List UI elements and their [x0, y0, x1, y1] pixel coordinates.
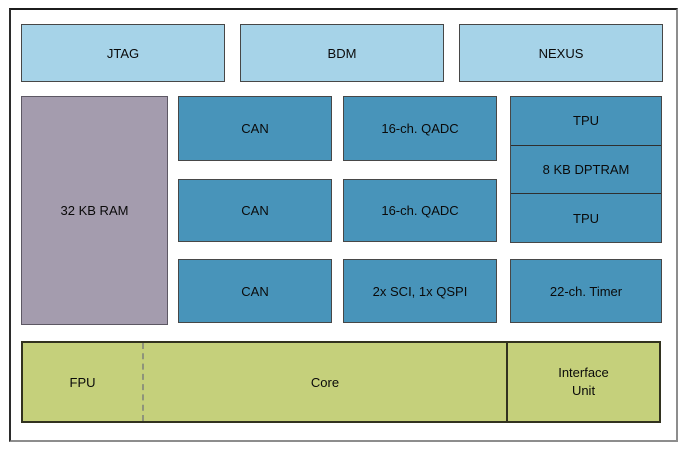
block-jtag: JTAG [21, 24, 225, 82]
block-ram: 32 KB RAM [21, 96, 168, 325]
block-can-1: CAN [178, 96, 332, 161]
block-timer: 22-ch. Timer [510, 259, 662, 323]
tpu-dptram-stack: TPU 8 KB DPTRAM TPU [510, 96, 662, 243]
block-bdm: BDM [240, 24, 444, 82]
block-tpu-2: TPU [511, 193, 661, 243]
block-nexus: NEXUS [459, 24, 663, 82]
core-bar: FPU Core Interface Unit [21, 341, 661, 423]
block-qadc-1: 16-ch. QADC [343, 96, 497, 161]
block-qadc-2: 16-ch. QADC [343, 179, 497, 242]
block-core: Core [310, 374, 340, 390]
block-can-3: CAN [178, 259, 332, 323]
block-sci-qspi: 2x SCI, 1x QSPI [343, 259, 497, 323]
block-fpu: FPU [23, 343, 144, 421]
block-can-2: CAN [178, 179, 332, 242]
block-dptram: 8 KB DPTRAM [511, 144, 661, 194]
block-interface-unit: Interface Unit [506, 343, 659, 421]
block-tpu-1: TPU [511, 97, 661, 145]
